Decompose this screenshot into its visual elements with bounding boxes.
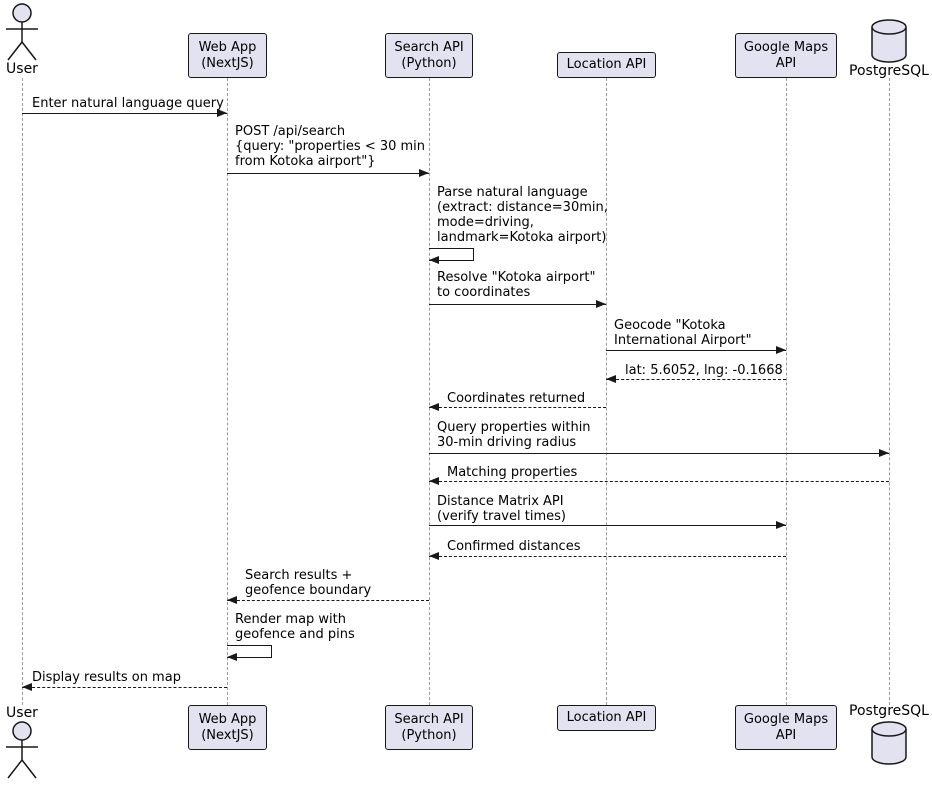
- arrowhead-left-icon: [22, 683, 32, 691]
- participant-label: Web App (NextJS): [198, 39, 257, 71]
- participant-gmaps-top: Google Maps API: [735, 33, 837, 78]
- participant-label: Google Maps API: [743, 39, 829, 71]
- participant-searchapi-top: Search API (Python): [385, 33, 473, 78]
- participant-label: Web App (NextJS): [198, 711, 257, 743]
- participant-label: Search API (Python): [394, 39, 464, 71]
- arrow-solid: [227, 173, 429, 174]
- arrow-dashed: [22, 687, 227, 688]
- arrow-solid: [429, 304, 606, 305]
- participant-locationapi-top: Location API: [557, 52, 656, 78]
- database-icon: [871, 19, 907, 63]
- arrow-dashed: [429, 481, 889, 482]
- lifeline-user: [22, 78, 23, 705]
- message-label: Enter natural language query: [32, 96, 224, 111]
- participant-label: Search API (Python): [394, 711, 464, 743]
- lifeline-gmaps: [786, 78, 787, 705]
- participant-label: Location API: [566, 57, 647, 72]
- arrow-dashed: [606, 379, 786, 380]
- arrowhead-right-icon: [776, 521, 786, 529]
- arrow-solid: [22, 113, 227, 114]
- arrowhead-right-icon: [419, 169, 429, 177]
- message-label: Resolve "Kotoka airport" to coordinates: [437, 270, 596, 300]
- message-label: Search results + geofence boundary: [245, 568, 372, 598]
- arrow-solid: [429, 453, 889, 454]
- message-label: Query properties within 30-min driving r…: [437, 420, 591, 450]
- message-label: Confirmed distances: [447, 539, 581, 554]
- self-message-loop: [227, 645, 272, 658]
- participant-webapp-top: Web App (NextJS): [188, 33, 267, 78]
- lifeline-webapp: [227, 78, 228, 705]
- message-label: Parse natural language (extract: distanc…: [437, 185, 608, 245]
- lifeline-searchapi: [429, 78, 430, 705]
- arrowhead-right-icon: [596, 300, 606, 308]
- arrowhead-right-icon: [217, 109, 227, 117]
- database-icon: [871, 721, 907, 765]
- participant-searchapi-bottom: Search API (Python): [385, 705, 473, 750]
- participant-webapp-bottom: Web App (NextJS): [188, 705, 267, 750]
- arrow-dashed: [429, 407, 606, 408]
- self-message-loop: [429, 248, 474, 261]
- participant-label: Location API: [566, 710, 647, 725]
- arrow-solid: [429, 525, 786, 526]
- arrowhead-left-icon: [227, 653, 237, 661]
- database-label-bottom: PostgreSQL: [849, 703, 929, 719]
- message-label: POST /api/search {query: "properties < 3…: [235, 124, 426, 169]
- participant-label: Google Maps API: [743, 711, 829, 743]
- message-label: Coordinates returned: [447, 391, 586, 406]
- actor-icon: [6, 3, 38, 61]
- arrowhead-left-icon: [606, 375, 616, 383]
- actor-icon: [6, 721, 38, 779]
- actor-label-top: User: [6, 61, 38, 77]
- arrow-dashed: [429, 556, 786, 557]
- arrowhead-left-icon: [429, 256, 439, 264]
- arrowhead-left-icon: [227, 596, 237, 604]
- arrowhead-right-icon: [776, 346, 786, 354]
- message-label: Matching properties: [447, 465, 578, 480]
- message-label: lat: 5.6052, lng: -0.1668: [625, 363, 783, 378]
- participant-locationapi-bottom: Location API: [557, 705, 656, 731]
- message-label: Render map with geofence and pins: [235, 612, 355, 642]
- arrowhead-right-icon: [879, 449, 889, 457]
- arrow-dashed: [227, 600, 429, 601]
- arrow-solid: [606, 350, 786, 351]
- message-label: Display results on map: [32, 670, 181, 685]
- lifeline-locationapi: [606, 78, 607, 705]
- participant-gmaps-bottom: Google Maps API: [735, 705, 837, 750]
- arrowhead-left-icon: [429, 403, 439, 411]
- arrowhead-left-icon: [429, 477, 439, 485]
- lifeline-postgres: [889, 78, 890, 705]
- actor-label-bottom: User: [6, 705, 38, 721]
- message-label: Geocode "Kotoka International Airport": [614, 318, 752, 348]
- arrowhead-left-icon: [429, 552, 439, 560]
- database-label-top: PostgreSQL: [849, 63, 929, 79]
- message-label: Distance Matrix API (verify travel times…: [437, 494, 566, 524]
